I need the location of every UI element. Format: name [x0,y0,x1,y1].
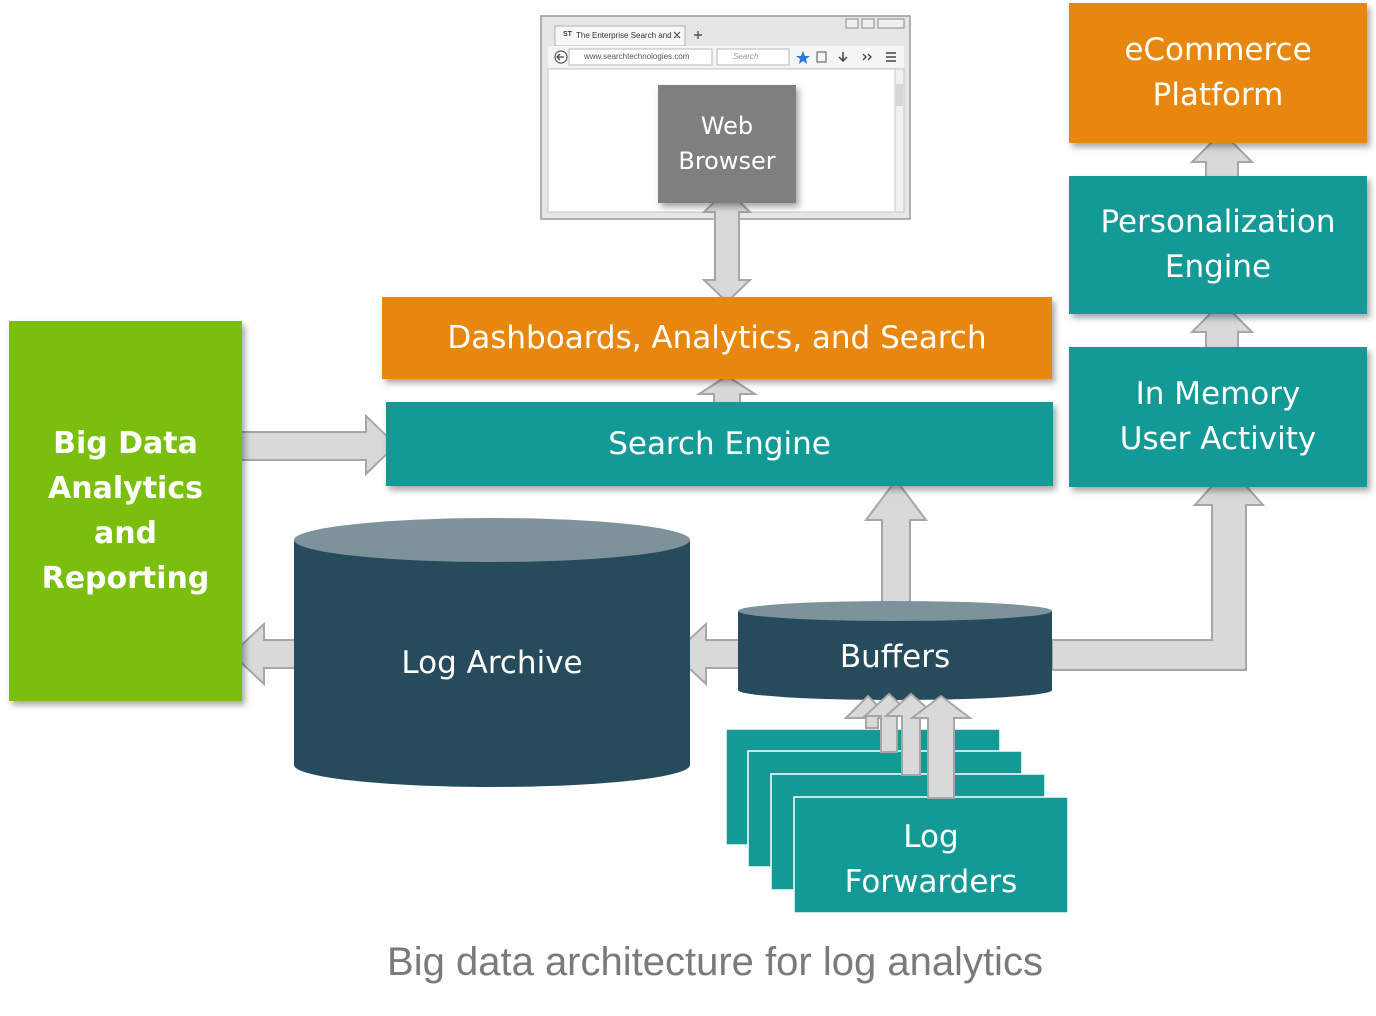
ecommerce-box: eCommerce Platform [1069,3,1367,143]
tab-title: The Enterprise Search and ... [576,31,681,40]
ecommerce-label: eCommerce Platform [1124,32,1312,113]
search-engine-box: Search Engine [386,402,1053,486]
web-browser-label: Web Browser [678,112,776,175]
arrow-buffers-inmemory [1051,465,1266,671]
in-memory-box: In Memory User Activity [1069,347,1367,487]
dashboards-label: Dashboards, Analytics, and Search [447,320,987,356]
search-engine-label: Search Engine [608,426,831,462]
log-forwarders-label: Log Forwarders [844,819,1018,900]
url-bar [568,48,713,66]
minimize-icon [845,18,859,29]
arrow-browser-dashboards [701,188,753,304]
browser-search-box [716,48,790,66]
big-data-label: Big Data Analytics and Reporting [41,426,210,596]
url-text: www.searchtechnologies.com [584,52,690,61]
close-tab-icon [673,31,681,39]
new-tab-icon [694,31,702,39]
browser-scrollbar [894,68,905,213]
log-archive-label: Log Archive [401,645,583,681]
arrow-forwarder-4-buffers [909,694,973,799]
big-data-box: Big Data Analytics and Reporting [9,321,242,701]
arrow-inmemory-personalization [1189,300,1255,349]
scrollbar-thumb [896,84,903,106]
arrow-buffers-search [864,478,928,613]
buffers-label: Buffers [839,639,951,675]
close-window-icon [877,18,905,29]
bookmarks-list-icon [816,51,827,63]
personalization-label: Personalization Engine [1100,204,1336,285]
bookmark-star-icon [796,51,810,64]
log-archive-cylinder [294,518,690,787]
browser-search-placeholder: Search [733,52,759,61]
web-browser-box: Web Browser [658,85,796,203]
diagram-caption: Big data architecture for log analytics [387,940,1043,984]
arrow-personalization-ecommerce [1189,130,1255,179]
menu-icon [886,52,896,62]
overflow-chevron-icon [862,53,872,61]
buffers-cylinder [738,601,1052,700]
favicon-text: ST [563,31,572,38]
arrow-archive-bigdata [230,621,297,687]
dashboards-box: Dashboards, Analytics, and Search [382,297,1052,379]
back-arrow-icon [556,53,564,61]
personalization-box: Personalization Engine [1069,176,1367,314]
in-memory-label: In Memory User Activity [1119,376,1317,457]
maximize-icon [861,18,875,29]
download-icon [838,52,848,63]
arrow-search-dashboards [695,374,759,405]
